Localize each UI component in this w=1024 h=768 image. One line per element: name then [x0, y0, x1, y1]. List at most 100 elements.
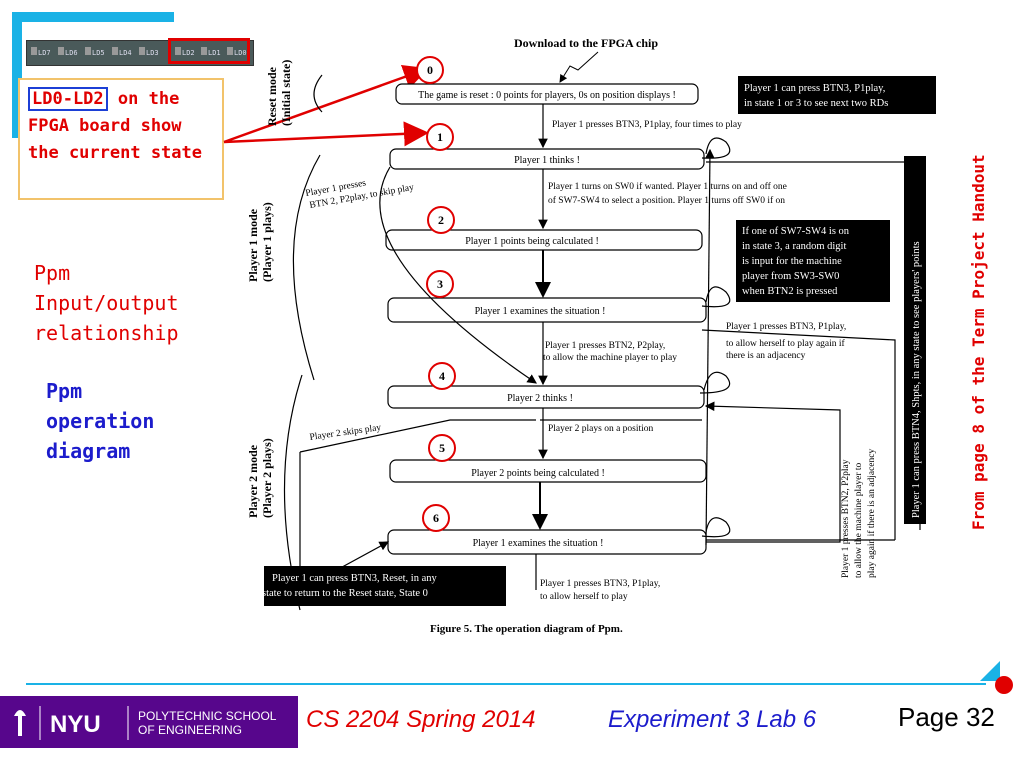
led-3 [139, 47, 145, 55]
ppm-io-label: Ppm Input/output relationship [34, 258, 179, 348]
course-title: CS 2204 Spring 2014 [306, 706, 536, 733]
info-box-mid [736, 220, 890, 302]
led-7 [31, 47, 37, 55]
state-0-box [395, 83, 699, 105]
mode-p2-label: Player 2 mode [246, 444, 260, 518]
nyu-wordmark: NYU [50, 711, 101, 738]
led-label: LD5 [92, 49, 105, 57]
corner-bar-top [12, 12, 174, 22]
label-3-4b: to allow the machine player to play [543, 353, 677, 363]
skip-p2-line [299, 419, 536, 453]
corner-ornament [980, 661, 1013, 694]
ppm-io-line: Ppm [34, 261, 71, 285]
led-label: LD6 [65, 49, 78, 57]
state-4-box [387, 385, 705, 409]
label-1-2b: of SW7-SW4 to select a position. Player … [548, 195, 785, 206]
label-3-loop-a: Player 1 presses BTN3, P1play, [726, 322, 846, 332]
label-6-1a: Player 1 presses BTN3, P1play, [540, 579, 660, 589]
loop-state-3 [701, 286, 731, 308]
led-0 [227, 47, 233, 55]
info-box-mid-line: player from SW3-SW0 [742, 271, 839, 282]
label-3-loop-b: to allow herself to play again if [726, 338, 846, 349]
ppm-op-line: Ppm [46, 379, 83, 403]
label-0-1: Player 1 presses BTN3, P1play, four time… [552, 119, 742, 130]
state-5-number: 5 [439, 441, 445, 455]
mode-p2-label: (Player 2 plays) [260, 438, 274, 518]
nyu-logo-bar: NYU POLYTECHNIC SCHOOL OF ENGINEERING [0, 696, 298, 748]
led-2 [175, 47, 181, 55]
info-box-vertical-text: Player 1 can press BTN4, Shpts, in any s… [911, 241, 922, 518]
label-4-5: Player 2 plays on a position [548, 424, 654, 434]
ld0-ld2-highlight-box [168, 38, 250, 64]
download-arrow [559, 51, 599, 83]
mode-p1-label: (Player 1 plays) [260, 202, 274, 282]
led-1 [201, 47, 207, 55]
info-box-bottom-line: Player 1 can press BTN3, Reset, in any [272, 573, 438, 584]
info-box-mid-line: when BTN2 is pressed [742, 286, 838, 297]
label-3-4a: Player 1 presses BTN2, P2play, [545, 341, 665, 351]
callout-highlight: LD0-LD2 [28, 87, 108, 111]
state-2-circle [427, 206, 455, 234]
led-callout: LD0-LD2 on the FPGA board show the curre… [18, 78, 224, 200]
state-4-circle [428, 362, 456, 390]
state-4-text: Player 2 thinks ! [507, 393, 573, 404]
page-number: Page 32 [898, 702, 995, 732]
state-2-number: 2 [438, 213, 444, 227]
p1-adjacency-line [701, 329, 896, 540]
info-box-top [738, 76, 936, 114]
led-label: LD0 [234, 49, 247, 57]
info-box-vertical [904, 156, 926, 524]
torch-icon [18, 711, 22, 736]
state-1-number: 1 [437, 130, 443, 144]
ppm-op-label: Ppm operation diagram [46, 376, 154, 466]
ppm-op-line: diagram [46, 439, 131, 463]
label-1-2a: Player 1 turns on SW0 if wanted. Player … [548, 181, 787, 192]
handout-reference: From page 8 of the Term Project Handout [969, 154, 988, 530]
download-label: Download to the FPGA chip [514, 36, 658, 50]
school-line-2: OF ENGINEERING [138, 723, 242, 737]
mode-reset-label: Reset mode [265, 66, 279, 126]
callout-text: on the FPGA board show the current state [28, 89, 202, 163]
led-label: LD7 [38, 49, 51, 57]
state-2-text: Player 1 points being calculated ! [465, 236, 599, 247]
info-box-bottom-line: state to return to the Reset state, Stat… [262, 588, 428, 599]
handout-reference-text: From page 8 of the Term Project Handout [969, 154, 988, 530]
label-6-loop-c: play again if there is an adjacency [866, 449, 877, 578]
corner-triangle [980, 661, 1000, 681]
fpga-led-strip: LD7 LD6 LD5 LD4 LD3 LD2 LD1 LD0 [26, 40, 254, 66]
loop-state-6 [701, 517, 731, 538]
state-6-number: 6 [433, 511, 439, 525]
led-5 [85, 47, 91, 55]
state-1-text: Player 1 thinks ! [514, 155, 580, 166]
state-6-text: Player 1 examines the situation ! [473, 538, 604, 549]
label-skip2: Player 2 skips play [309, 423, 382, 443]
p1-bracket [292, 154, 321, 381]
loop-state-4 [699, 371, 731, 394]
label-3-loop-c: there is an adjacency [726, 351, 806, 361]
arrow-to-state-0 [223, 65, 429, 144]
reset-bracket [313, 74, 323, 113]
arrow-6-4 [704, 401, 841, 543]
arrow-to-state-1 [223, 121, 429, 147]
info-box-top-line: in state 1 or 3 to see next two RDs [744, 98, 888, 109]
figure-caption: Figure 5. The operation diagram of Ppm. [430, 623, 623, 635]
info-box-mid-line: is input for the machine [742, 256, 842, 267]
state-0-text: The game is reset : 0 points for players… [418, 90, 676, 101]
state-5-text: Player 2 points being calculated ! [471, 468, 605, 479]
state-4-number: 4 [439, 369, 445, 383]
mode-p1-label: Player 1 mode [246, 208, 260, 282]
led-label: LD4 [119, 49, 132, 57]
corner-bar-left [12, 12, 22, 138]
ppm-op-line: operation [46, 409, 155, 433]
corner-dot [995, 676, 1013, 694]
arrow-skip-p1 [379, 166, 537, 384]
info-box-top-line: Player 1 can press BTN3, P1play, [744, 83, 885, 94]
led-4 [112, 47, 118, 55]
state-1-box [389, 148, 705, 170]
label-6-1b: to allow herself to play [540, 591, 628, 602]
info-box-mid-line: in state 3, a random digit [742, 241, 846, 252]
school-line-1: POLYTECHNIC SCHOOL [138, 709, 277, 723]
state-3-number: 3 [437, 277, 443, 291]
arrow-6-1 [705, 148, 715, 546]
state-1-circle [426, 123, 454, 151]
